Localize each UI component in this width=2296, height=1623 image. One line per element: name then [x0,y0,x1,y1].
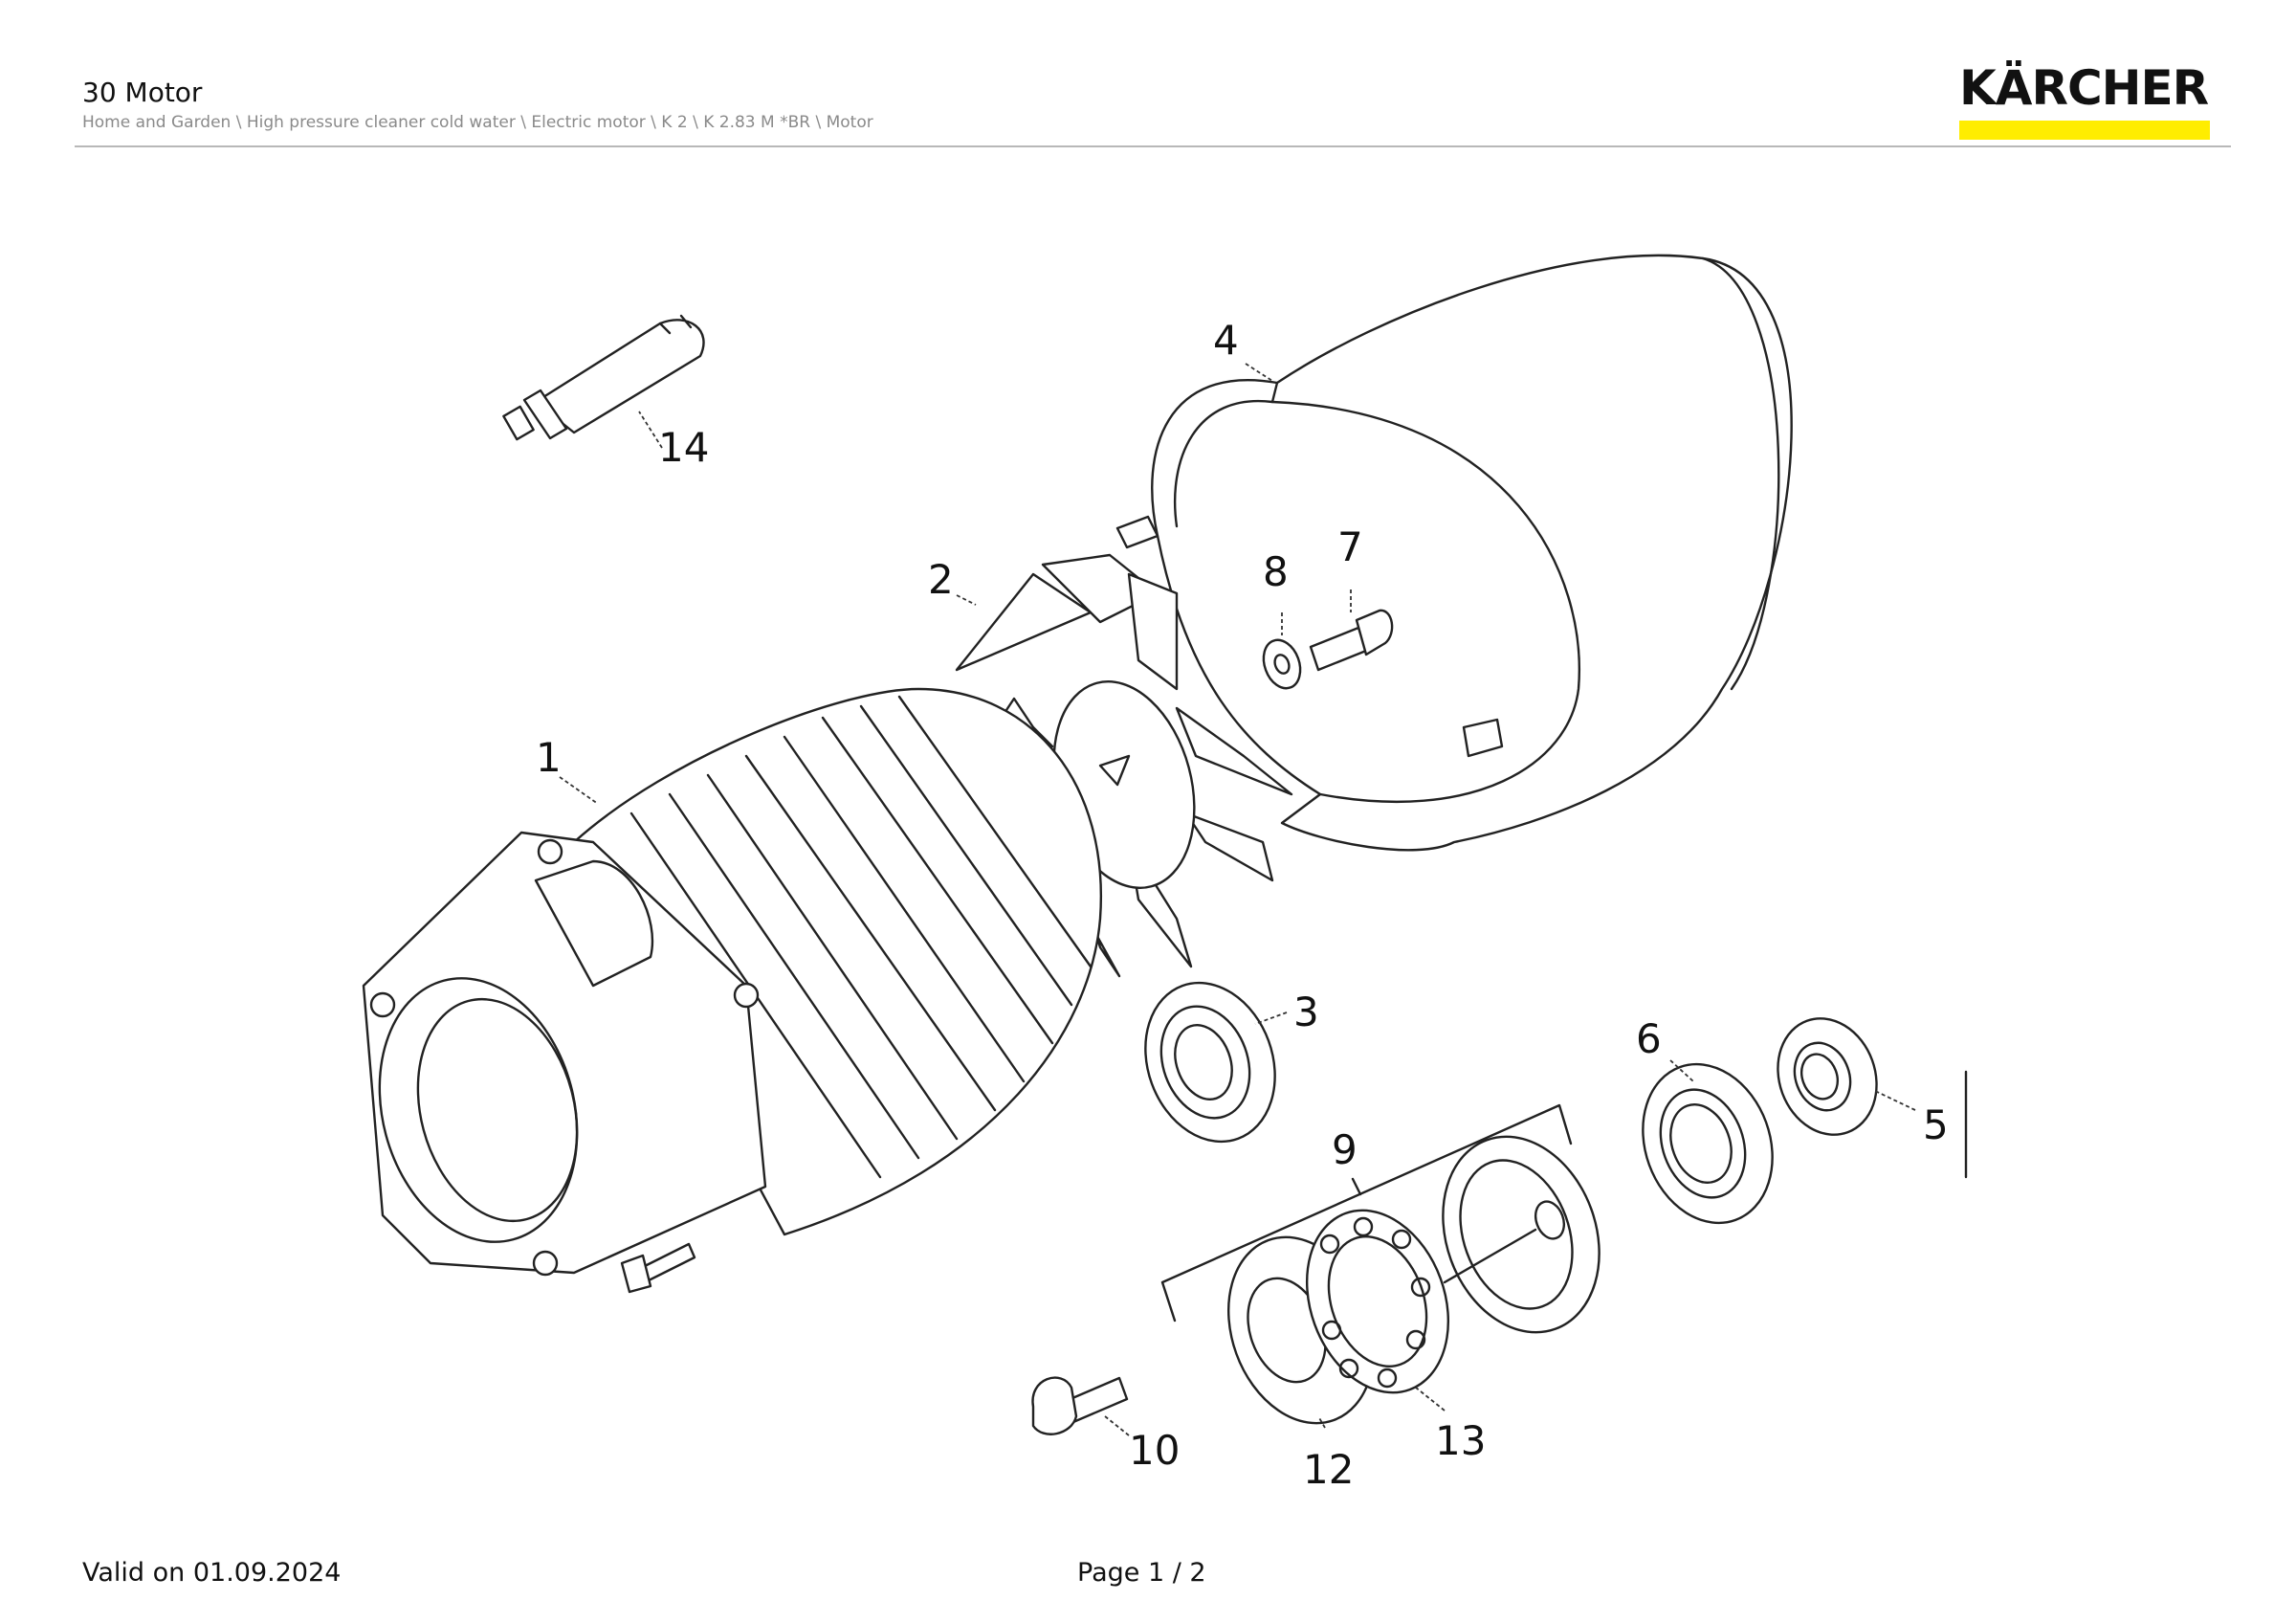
breadcrumb: Home and Garden \ High pressure cleaner … [82,113,873,132]
part-1-motor-body[interactable] [351,687,1103,1294]
part-8-washer[interactable] [1257,634,1307,693]
callout-9: 9 [1332,1126,1358,1173]
part-4-motor-housing-cover[interactable] [1115,254,1793,852]
part-10-screw[interactable] [1031,1376,1129,1435]
part-7-screw[interactable] [1309,609,1394,672]
part-9-group-bracket [1160,1103,1573,1323]
part-6-bearing[interactable] [1622,1046,1794,1241]
page-number: Page 1 / 2 [1077,1558,1206,1588]
callout-leaders [559,363,1916,1436]
part-2-fan[interactable] [955,553,1293,978]
header-divider [75,145,2231,147]
part-5-seal-ring[interactable] [1762,1005,1968,1179]
callout-8: 8 [1263,548,1289,595]
part-14-grease-tube[interactable] [502,314,705,441]
callout-13: 13 [1435,1417,1486,1464]
callout-5: 5 [1923,1101,1949,1148]
brand-logo: KÄRCHER [1959,61,2214,140]
callout-12: 12 [1303,1446,1354,1493]
part-3-bearing[interactable] [1124,965,1296,1160]
callout-2: 2 [928,556,954,603]
page-header: 30 Motor Home and Garden \ High pressure… [0,0,2296,153]
brand-name: KÄRCHER [1959,60,2209,116]
exploded-parts-diagram: 1 2 3 4 5 6 7 8 9 10 12 13 14 [0,153,2296,1512]
callout-4: 4 [1213,317,1239,364]
callout-14: 14 [658,424,709,471]
callout-3: 3 [1293,989,1319,1035]
callout-10: 10 [1129,1427,1180,1474]
brand-yellow-bar [1959,121,2210,140]
callout-7: 7 [1337,523,1363,570]
page-title: 30 Motor [82,77,203,108]
callout-1: 1 [536,734,562,781]
valid-date: Valid on 01.09.2024 [82,1558,342,1588]
callout-6: 6 [1636,1015,1662,1062]
part-9-bearing-cup[interactable] [1417,1115,1625,1355]
part-13-ball-cage[interactable] [1283,1190,1473,1412]
